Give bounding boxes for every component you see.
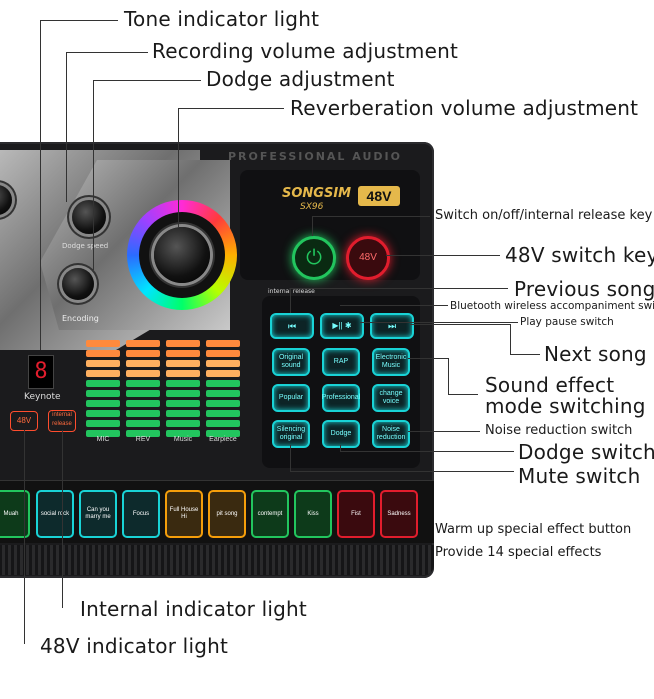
label-recording-volume: Recording volume adjustment <box>152 39 458 63</box>
leader-next-v <box>510 324 511 354</box>
power-button[interactable]: ⏻ <box>292 236 336 280</box>
leader-48v-ind <box>24 430 25 644</box>
meter-music <box>166 340 200 437</box>
leader-sfx <box>408 358 448 359</box>
brand-name: SONGSIM <box>282 186 352 201</box>
leader-sfx-v <box>448 358 449 394</box>
badge-48v: 48V <box>358 186 400 206</box>
label-48v-indicator: 48V indicator light <box>40 634 229 658</box>
label-48v-switch: 48V switch key <box>505 243 654 267</box>
leader-dodge <box>93 80 201 81</box>
leader-play <box>360 322 518 323</box>
encoding-label: Encoding <box>62 314 99 323</box>
meter-label-mic: MIC <box>96 436 110 443</box>
professional-audio-banner: PROFESSIONAL AUDIO <box>228 150 402 163</box>
bottom-ribs <box>0 545 434 575</box>
label-internal-indicator: Internal indicator light <box>80 597 307 621</box>
leader-prev <box>290 288 508 289</box>
label-noise-reduction: Noise reduction switch <box>485 423 633 438</box>
fx-muah[interactable]: Muah <box>0 490 30 538</box>
original-sound-key[interactable]: Original sound <box>272 348 310 376</box>
fx-kiss[interactable]: Kiss <box>294 490 332 538</box>
model-name: SX96 <box>300 202 324 212</box>
fx-can-you-marry-me[interactable]: Can you marry me <box>79 490 117 538</box>
leader-dodge-v <box>93 80 94 270</box>
phantom-48v-button[interactable]: 48V <box>346 236 390 280</box>
label-warm-up: Warm up special effect button <box>435 522 632 537</box>
leader-rec <box>66 52 148 53</box>
fx-pit-song[interactable]: pit song <box>208 490 246 538</box>
internal-release-small-label: internal release <box>268 288 315 295</box>
meter-label-rev: REV <box>135 436 151 443</box>
fx-contempt[interactable]: contempt <box>251 490 289 538</box>
leader-reverb-v <box>178 108 179 228</box>
meter-rev <box>126 340 160 437</box>
label-bluetooth: Bluetooth wireless accompaniment switch <box>450 300 654 312</box>
reverb-volume-knob[interactable] <box>154 227 210 283</box>
previous-song-key[interactable]: ⏮ <box>270 313 314 339</box>
dodge-speed-label: Dodge speed <box>62 242 109 250</box>
leader-reverb <box>178 108 284 109</box>
meter-mic <box>86 340 120 437</box>
fx-social-rock[interactable]: social rock <box>36 490 74 538</box>
indicator-internal: internal release <box>48 410 76 432</box>
leader-tone-v <box>40 20 41 350</box>
label-reverb-volume: Reverberation volume adjustment <box>290 96 639 120</box>
rap-key[interactable]: RAP <box>322 348 360 376</box>
leader-dodge-sw-h <box>340 451 514 452</box>
label-sound-effect-2: mode switching <box>485 394 646 418</box>
next-song-key[interactable]: ⏭ <box>370 313 414 339</box>
fx-focus[interactable]: Focus <box>122 490 160 538</box>
meter-label-earpiece: Earpiece <box>209 436 237 443</box>
leader-bt <box>340 305 448 306</box>
leader-mute-h <box>290 471 514 472</box>
dodge-key[interactable]: Dodge <box>322 420 360 448</box>
label-previous-song: Previous song <box>514 277 654 301</box>
label-dodge-switch: Dodge switch <box>518 440 654 464</box>
professional-key[interactable]: Professional <box>322 384 360 412</box>
leader-48v <box>386 255 500 256</box>
label-sound-effect-1: Sound effect <box>485 373 615 397</box>
leader-power <box>312 216 430 217</box>
label-tone-indicator: Tone indicator light <box>124 7 320 31</box>
meter-label-music: Music <box>173 436 193 443</box>
label-dodge-adjustment: Dodge adjustment <box>206 67 395 91</box>
leader-prev-v <box>290 288 291 313</box>
electronic-music-key[interactable]: Electronic Music <box>372 348 410 376</box>
leader-internal <box>62 430 63 608</box>
keynote-label: Keynote <box>24 392 61 402</box>
leader-dodge-sw <box>340 445 341 451</box>
label-play-pause: Play pause switch <box>520 316 614 328</box>
label-provide-14: Provide 14 special effects <box>435 545 602 560</box>
leader-sfx-h <box>448 394 478 395</box>
meter-earpiece <box>206 340 240 437</box>
play-pause-bluetooth-key[interactable]: ▶|| ✱ <box>320 313 364 339</box>
label-switch-onoff: Switch on/off/internal release key <box>435 208 653 223</box>
power-icon: ⏻ <box>306 247 322 269</box>
change-voice-key[interactable]: change voice <box>372 384 410 412</box>
label-mute-switch: Mute switch <box>518 464 641 488</box>
leader-next <box>410 324 510 325</box>
silencing-original-key[interactable]: Silencing original <box>272 420 310 448</box>
indicator-48v: 48V <box>10 411 38 431</box>
leader-power-v <box>312 216 313 236</box>
noise-reduction-key[interactable]: Noise reduction <box>372 420 410 448</box>
fx-fist[interactable]: Fist <box>337 490 375 538</box>
leader-rec-v <box>66 52 67 202</box>
fx-sadness[interactable]: Sadness <box>380 490 418 538</box>
leader-noise <box>408 431 480 432</box>
fx-full-house-hi[interactable]: Full House Hi <box>165 490 203 538</box>
leader-tone <box>40 20 118 21</box>
leader-mute <box>290 445 291 471</box>
keynote-display: 8 <box>28 355 54 389</box>
dodge-knob[interactable] <box>62 268 94 300</box>
popular-key[interactable]: Popular <box>272 384 310 412</box>
recording-volume-knob[interactable] <box>72 200 106 234</box>
leader-next-h <box>510 354 540 355</box>
left-edge-knob[interactable] <box>0 185 12 215</box>
label-next-song: Next song <box>544 342 647 366</box>
